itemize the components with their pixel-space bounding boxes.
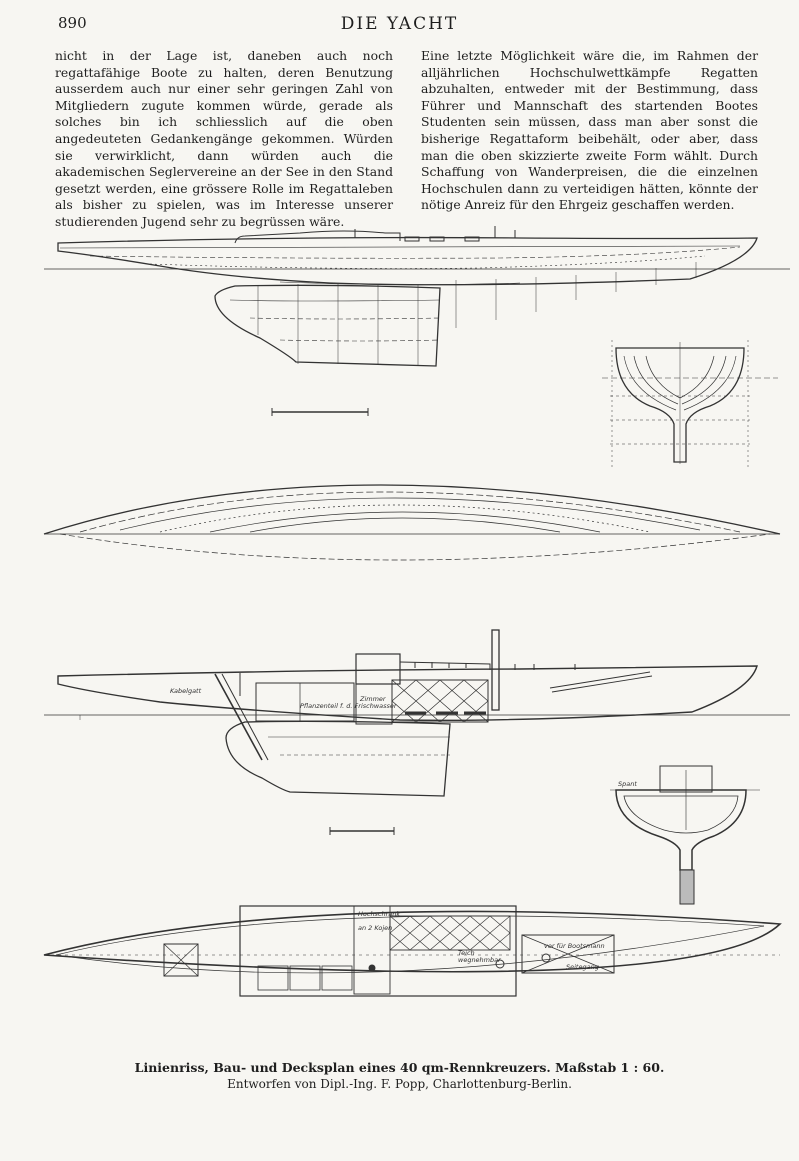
drawing-annotations: Kabelgatt Pflanzenteil f. d. Frischwasse… <box>170 687 637 971</box>
figure-credit: Entworfen von Dipl.-Ing. F. Popp, Charlo… <box>227 1077 572 1091</box>
label-seitegang: Seitegang <box>566 963 599 971</box>
text-column-right: Eine letzte Möglichkeit wäre die, im Rah… <box>421 48 758 213</box>
label-pflanzenteil: Pflanzenteil f. d. Frischwasser <box>300 702 398 710</box>
label-hochschrank: Hochschrank <box>358 910 400 918</box>
lines-profile-drawing <box>44 226 790 416</box>
figure-caption: Linienriss, Bau- und Decksplan eines 40 … <box>134 1060 665 1075</box>
label-zimmer: Zimmer <box>359 695 387 703</box>
label-spant: Spant <box>618 780 637 788</box>
label-kojen: an 2 Kojen <box>358 924 392 932</box>
construction-profile <box>44 629 790 835</box>
half-breadth-plan <box>43 484 781 561</box>
body-plan-sections <box>602 340 778 468</box>
midship-section <box>610 765 760 905</box>
deck-plan <box>43 905 782 997</box>
running-title: DIE YACHT <box>340 14 459 34</box>
label-bootsmann: vor für Bootsmann <box>544 942 605 950</box>
label-wegnehmbar: wegnehmbar <box>458 956 502 964</box>
page-number: 890 <box>58 14 87 32</box>
label-teich: Teich <box>458 949 475 957</box>
label-kabelgatt: Kabelgatt <box>170 687 202 695</box>
text-column-left: nicht in der Lage ist, daneben auch noch… <box>55 48 393 229</box>
